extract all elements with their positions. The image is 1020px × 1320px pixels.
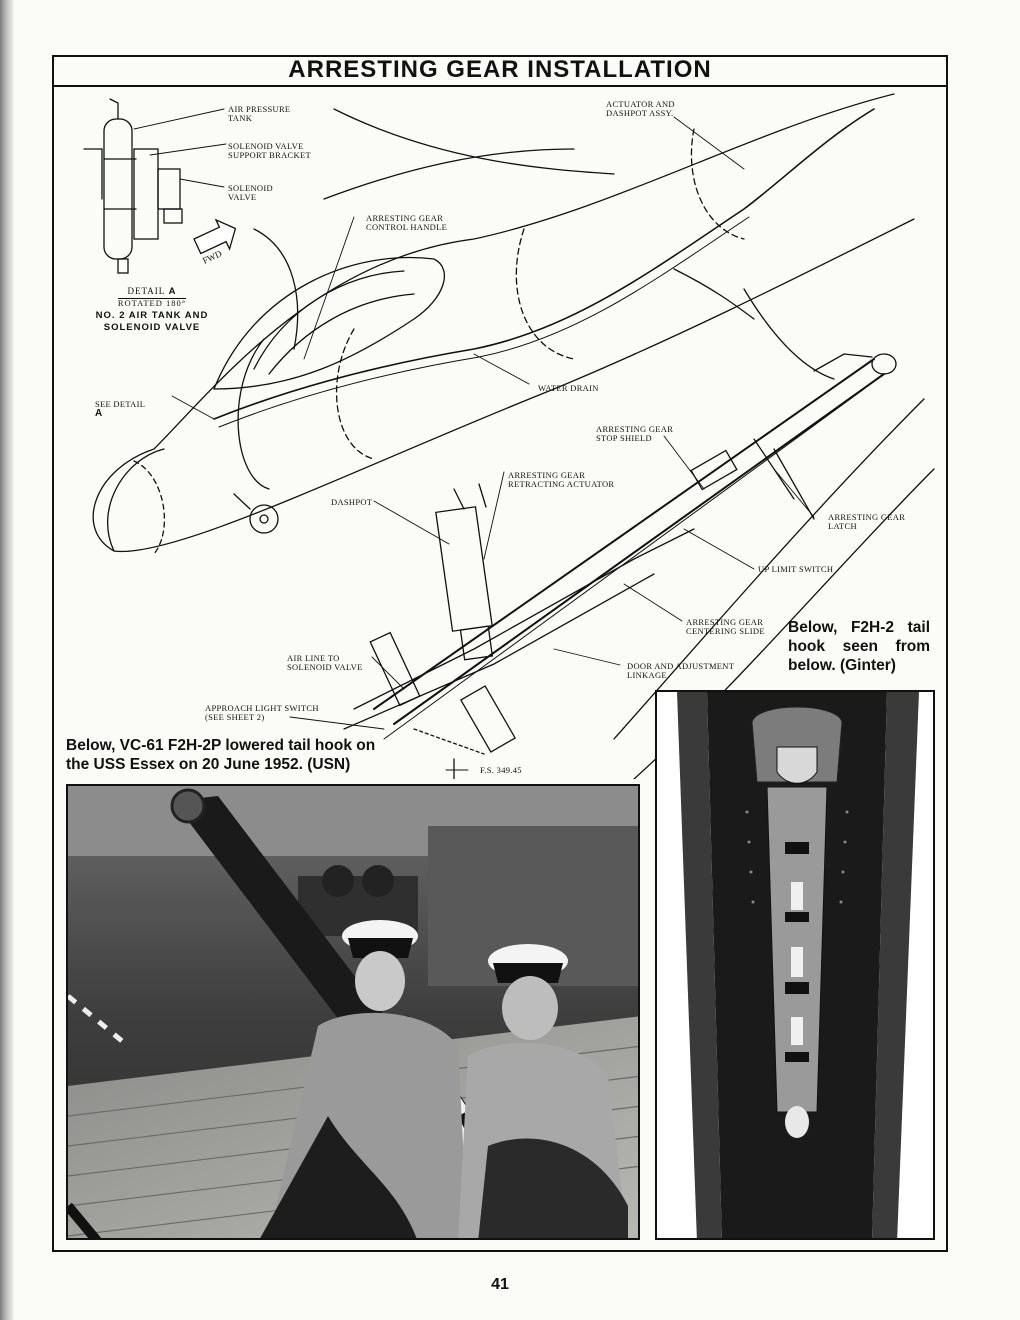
hook-point [871, 353, 897, 375]
label-arresting-gear-stop-shield: ARRESTING GEAR STOP SHIELD [596, 424, 674, 443]
label-up-limit-switch: UP LIMIT SWITCH [758, 564, 834, 574]
label-arresting-gear-retracting-actuator: ARRESTING GEAR RETRACTING ACTUATOR [508, 470, 615, 489]
title-bar: ARRESTING GEAR INSTALLATION [52, 55, 948, 87]
canopy [213, 256, 445, 390]
label-solenoid-valve: SOLENOID VALVE [228, 183, 273, 202]
detail-a-letter: A [168, 286, 177, 297]
detail-a-title: DETAIL [127, 286, 166, 296]
detail-a-rotation: ROTATED 180° [117, 298, 187, 308]
page-title: ARRESTING GEAR INSTALLATION [288, 56, 712, 83]
detail-a-caption: DETAIL A ROTATED 180° NO. 2 AIR TANK AND… [92, 285, 212, 334]
label-arresting-gear-centering-slide: ARRESTING GEAR CENTERING SLIDE [686, 617, 765, 636]
label-air-pressure-tank: AIR PRESSURE TANK [228, 104, 291, 123]
label-door-and-adjustment-linkage: DOOR AND ADJUSTMENT LINKAGE [627, 661, 735, 680]
see-detail-letter: A [95, 408, 103, 419]
dashpot-cylinder [435, 506, 493, 632]
label-actuator-and-dashpot-assy: ACTUATOR AND DASHPOT ASSY. [606, 99, 675, 118]
label-solenoid-valve-support-bracket: SOLENOID VALVE SUPPORT BRACKET [228, 141, 311, 160]
photo-tail-hook-from-below [655, 690, 935, 1240]
label-dashpot: DASHPOT [331, 497, 373, 507]
fuselage-outline [92, 93, 895, 552]
label-air-line-to-solenoid-valve: AIR LINE TO SOLENOID VALVE [287, 653, 363, 672]
detail-a-subtitle-2: SOLENOID VALVE [103, 322, 201, 333]
caption-right-photo: Below, F2H-2 tail hook seen from below. … [788, 619, 930, 674]
see-detail-text: SEE DETAIL [95, 399, 146, 409]
detail-a-air-tank [103, 118, 133, 260]
label-fs-station: F.S. 349.45 [480, 765, 522, 775]
nose-cone [107, 448, 165, 552]
label-arresting-gear-control-handle: ARRESTING GEAR CONTROL HANDLE [366, 213, 448, 232]
photo-crew-with-tail-hook [66, 784, 640, 1240]
label-see-detail-a: SEE DETAIL A [95, 391, 146, 419]
fwd-arrow-icon [193, 218, 237, 255]
detail-a-subtitle-1: NO. 2 AIR TANK AND [95, 310, 209, 321]
fuselage-lower-outline [113, 218, 915, 553]
page-frame [52, 55, 948, 1252]
arresting-gear-diagram: FWD [83, 93, 935, 779]
caption-left-photo: Below, VC-61 F2H-2P lowered tail hook on… [66, 736, 375, 774]
caption-left-photo-line1: Below, VC-61 F2H-2P lowered tail hook on [66, 737, 376, 754]
air-line [213, 108, 875, 420]
nose-wheel [249, 504, 279, 534]
caption-left-photo-line2: the USS Essex on 20 June 1952. (USN) [66, 756, 351, 773]
label-arresting-gear-latch: ARRESTING GEAR LATCH [828, 512, 906, 531]
label-approach-light-switch: APPROACH LIGHT SWITCH (SEE SHEET 2) [205, 703, 319, 722]
scan-edge [0, 0, 14, 1320]
label-water-drain: WATER DRAIN [538, 383, 599, 393]
page-number: 41 [491, 1276, 509, 1293]
tail-hook-arm [373, 358, 875, 710]
